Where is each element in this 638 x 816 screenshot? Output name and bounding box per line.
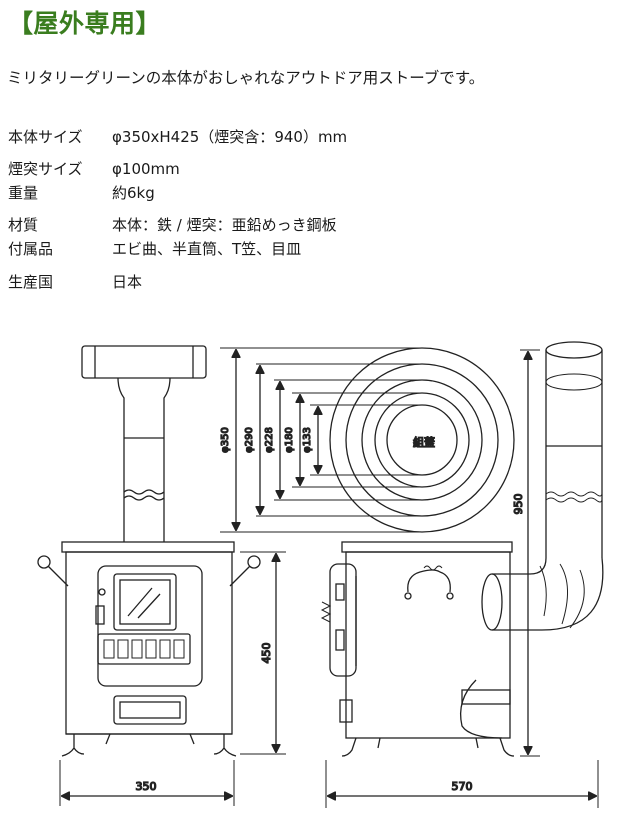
side-chimney <box>545 350 603 558</box>
dim-ring-180: φ180 <box>284 427 295 453</box>
spec-row-size: 本体サイズ φ350xH425（煙突含：940）mm <box>8 126 347 147</box>
spec-row-origin: 生産国 日本 <box>8 271 142 292</box>
dim-height-side: 950 <box>512 494 525 515</box>
dim-height-front: 450 <box>260 643 273 664</box>
dim-ring-290: φ290 <box>244 427 255 453</box>
spec-row-material: 材質 本体：鉄 / 煙突：亜鉛めっき鋼板 <box>8 214 337 235</box>
elbow-pipe <box>492 557 604 631</box>
spec-value: 約6kg <box>112 184 155 202</box>
spec-value: 本体：鉄 / 煙突：亜鉛めっき鋼板 <box>112 216 337 234</box>
stove-side-body <box>345 551 511 739</box>
intro-text: ミリタリーグリーンの本体がおしゃれなアウトドア用ストーブです。 <box>7 69 485 87</box>
dim-ring-228: φ228 <box>264 427 275 453</box>
ash-drawer <box>113 695 187 725</box>
ring-label: 組蓋 <box>413 436 435 449</box>
spec-label: 材質 <box>8 216 39 234</box>
dim-ring-133: φ133 <box>302 427 313 453</box>
spec-value: φ350xH425（煙突含：940）mm <box>112 128 348 146</box>
t-cap-icon <box>81 345 207 379</box>
spec-label: 付属品 <box>8 240 54 258</box>
spec-value: エビ曲、半直筒、T笠、目皿 <box>112 240 302 258</box>
spec-label: 煙突サイズ <box>8 160 83 178</box>
spec-value: 日本 <box>112 273 143 291</box>
lid-rings <box>220 347 515 533</box>
spec-row-chimney: 煙突サイズ φ100mm <box>8 158 180 179</box>
side-view <box>320 341 604 757</box>
chimney-pipe <box>117 377 171 542</box>
dim-ring-350: φ350 <box>220 427 231 453</box>
front-view <box>37 345 261 757</box>
stove-door <box>97 565 203 687</box>
spec-label: 本体サイズ <box>8 128 83 146</box>
spec-label: 生産国 <box>8 273 54 291</box>
page-title: 【屋外専用】 <box>8 9 162 38</box>
spec-row-accessories: 付属品 エビ曲、半直筒、T笠、目皿 <box>8 238 301 259</box>
dim-width-side: 570 <box>452 780 473 793</box>
side-dimensions <box>325 349 599 808</box>
spec-row-weight: 重量 約6kg <box>8 182 155 203</box>
spec-value: φ100mm <box>112 160 180 178</box>
spec-label: 重量 <box>8 184 39 202</box>
stove-technical-drawing: 450 350 φ350 φ290 φ228 φ180 φ133 組蓋 <box>0 330 638 816</box>
stove-body <box>65 551 233 735</box>
front-dimensions <box>59 551 286 806</box>
dim-width-front: 350 <box>136 780 157 793</box>
